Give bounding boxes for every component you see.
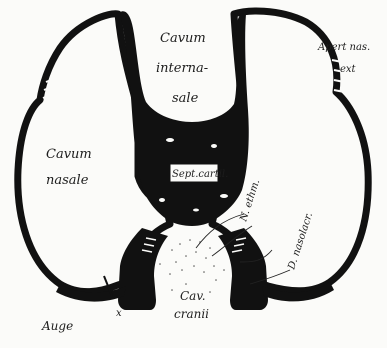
label-x-mark: x xyxy=(116,308,122,319)
label-sept-cartil: Sept.cartil. xyxy=(172,169,228,180)
label-cavum-internasale-2: interna- xyxy=(156,61,208,76)
label-apert-nas-ext-2: ext xyxy=(340,64,357,75)
label-d-nasolacr: D. nasolacr. xyxy=(286,211,315,272)
cranial-stipple xyxy=(159,239,225,293)
label-apert-nas-ext-1: Apert nas. xyxy=(317,42,370,53)
label-cavum-internasale-3: sale xyxy=(172,91,199,106)
label-cavum-nasale-2: nasale xyxy=(46,173,89,188)
label-auge: Auge xyxy=(41,319,73,333)
label-cavum-internasale-1: Cavum xyxy=(160,31,206,46)
left-lower-process xyxy=(118,228,168,310)
label-cav-cranii-2: cranii xyxy=(174,307,209,321)
right-lower-process xyxy=(218,228,268,310)
label-cav-cranii-1: Cav. xyxy=(180,289,206,303)
label-cavum-nasale-1: Cavum xyxy=(46,147,92,162)
